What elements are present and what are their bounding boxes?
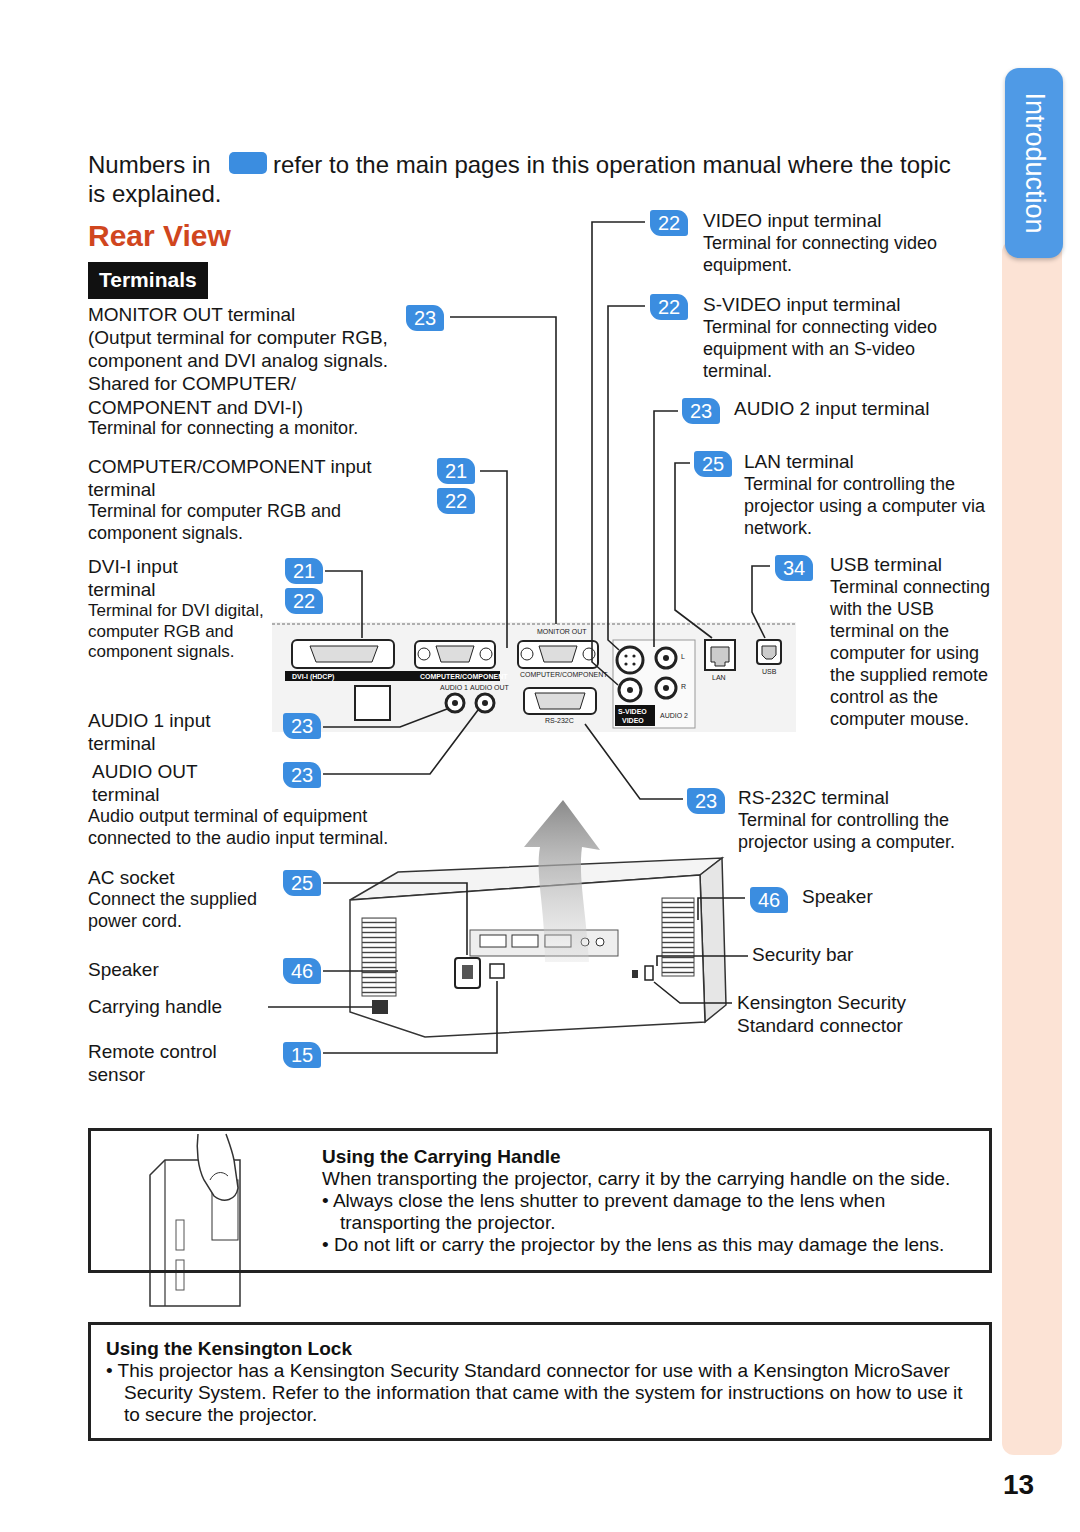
note-text: When transporting the projector, carry i… <box>322 1168 975 1190</box>
note-text: • Always close the lens shutter to preve… <box>322 1190 975 1234</box>
part-label: LAN terminal <box>744 450 854 473</box>
panel-marking: AUDIO OUT <box>470 684 509 691</box>
part-label: Security bar <box>752 943 853 966</box>
note-text: • This projector has a Kensington Securi… <box>106 1360 975 1426</box>
callout-number: 23 <box>687 788 725 814</box>
callout-number: 22 <box>650 210 688 236</box>
note-box: Using the Carrying HandleWhen transporti… <box>88 1128 992 1273</box>
part-label: Connect the supplied power cord. <box>88 889 288 933</box>
panel-marking: LAN <box>712 674 726 681</box>
callout-number: 46 <box>283 958 321 984</box>
section-tab: Introduction <box>1005 68 1063 258</box>
part-label: Speaker <box>802 885 873 908</box>
callout-number: 23 <box>406 305 444 331</box>
callout-number: 22 <box>285 588 323 614</box>
part-label: S-VIDEO input terminal <box>703 293 900 316</box>
panel-marking: MONITOR OUT <box>537 628 587 635</box>
part-label: Audio output terminal of equipment conne… <box>88 806 448 850</box>
part-label: Numbers in <box>88 150 211 179</box>
callout-number: 23 <box>283 713 321 739</box>
part-label: COMPUTER/COMPONENT input terminal <box>88 455 408 501</box>
page-number: 13 <box>1003 1468 1034 1502</box>
part-label: Kensington Security Standard connector <box>737 991 947 1037</box>
part-label: MONITOR OUT terminal <box>88 303 295 326</box>
callout-number: 22 <box>437 488 475 514</box>
panel-marking: COMPUTER/COMPONENT <box>520 671 608 678</box>
callout-number: 25 <box>283 870 321 896</box>
callout-number: 15 <box>283 1042 321 1068</box>
part-label: (Output terminal for computer RGB, compo… <box>88 326 413 419</box>
part-label: AUDIO 1 input terminal <box>88 709 238 755</box>
projector-body <box>350 800 726 1037</box>
page-heading: Rear View <box>88 218 231 255</box>
badge-sample <box>229 152 267 174</box>
part-label: DVI-I input terminal <box>88 555 206 601</box>
panel-marking: USB <box>762 668 776 675</box>
panel-marking: S-VIDEO <box>618 708 647 715</box>
part-label: Terminal for connecting video equipment. <box>703 233 943 277</box>
part-label: USB terminal <box>830 553 942 576</box>
panel-marking: RS-232C <box>545 717 574 724</box>
carrying-illustration <box>150 1134 240 1306</box>
panel-marking: AUDIO 1 <box>440 684 468 691</box>
panel-marking: COMPUTER/COMPONENT <box>420 673 508 680</box>
note-box: Using the Kensington Lock• This projecto… <box>88 1322 992 1441</box>
callout-number: 25 <box>694 451 732 477</box>
part-label: Terminal for computer RGB and component … <box>88 501 388 545</box>
rear-panel <box>272 622 796 732</box>
part-label: AC socket <box>88 866 175 889</box>
callout-number: 46 <box>750 887 788 913</box>
panel-marking: DVI-I (HDCP) <box>292 673 334 680</box>
part-label: VIDEO input terminal <box>703 209 881 232</box>
callout-number: 21 <box>437 458 475 484</box>
tab-label: Introduction <box>1019 92 1050 233</box>
part-label: Terminal for DVI digital, computer RGB a… <box>88 601 266 663</box>
note-text: • Do not lift or carry the projector by … <box>322 1234 975 1256</box>
callout-number: 34 <box>775 555 813 581</box>
note-heading: Using the Kensington Lock <box>106 1337 975 1360</box>
panel-marking: AUDIO 2 <box>660 712 688 719</box>
panel-marking: R <box>681 683 686 690</box>
part-label: AUDIO OUT terminal <box>92 760 222 806</box>
part-label: Terminal connecting with the USB termina… <box>830 577 998 731</box>
part-label: Terminal for controlling the projector u… <box>744 474 994 540</box>
part-label: AUDIO 2 input terminal <box>734 397 929 420</box>
panel-marking: L <box>681 653 685 660</box>
callout-number: 22 <box>650 294 688 320</box>
header-note: refer to the main pages in this operatio… <box>88 150 968 209</box>
panel-marking: VIDEO <box>622 717 644 724</box>
callout-number: 21 <box>285 558 323 584</box>
part-label: RS-232C terminal <box>738 786 889 809</box>
section-band: Terminals <box>88 262 208 299</box>
part-label: Carrying handle <box>88 995 222 1018</box>
part-label: Remote control sensor <box>88 1040 258 1086</box>
direction-arrow <box>524 800 600 962</box>
part-label: Terminal for connecting video equipment … <box>703 317 983 383</box>
callout-number: 23 <box>682 398 720 424</box>
part-label: Terminal for connecting a monitor. <box>88 418 418 440</box>
part-label: Speaker <box>88 958 159 981</box>
note-heading: Using the Carrying Handle <box>322 1145 975 1168</box>
band-label: Terminals <box>99 267 197 293</box>
callout-number: 23 <box>283 762 321 788</box>
part-label: Terminal for controlling the projector u… <box>738 810 998 854</box>
side-strip <box>1002 240 1062 1455</box>
